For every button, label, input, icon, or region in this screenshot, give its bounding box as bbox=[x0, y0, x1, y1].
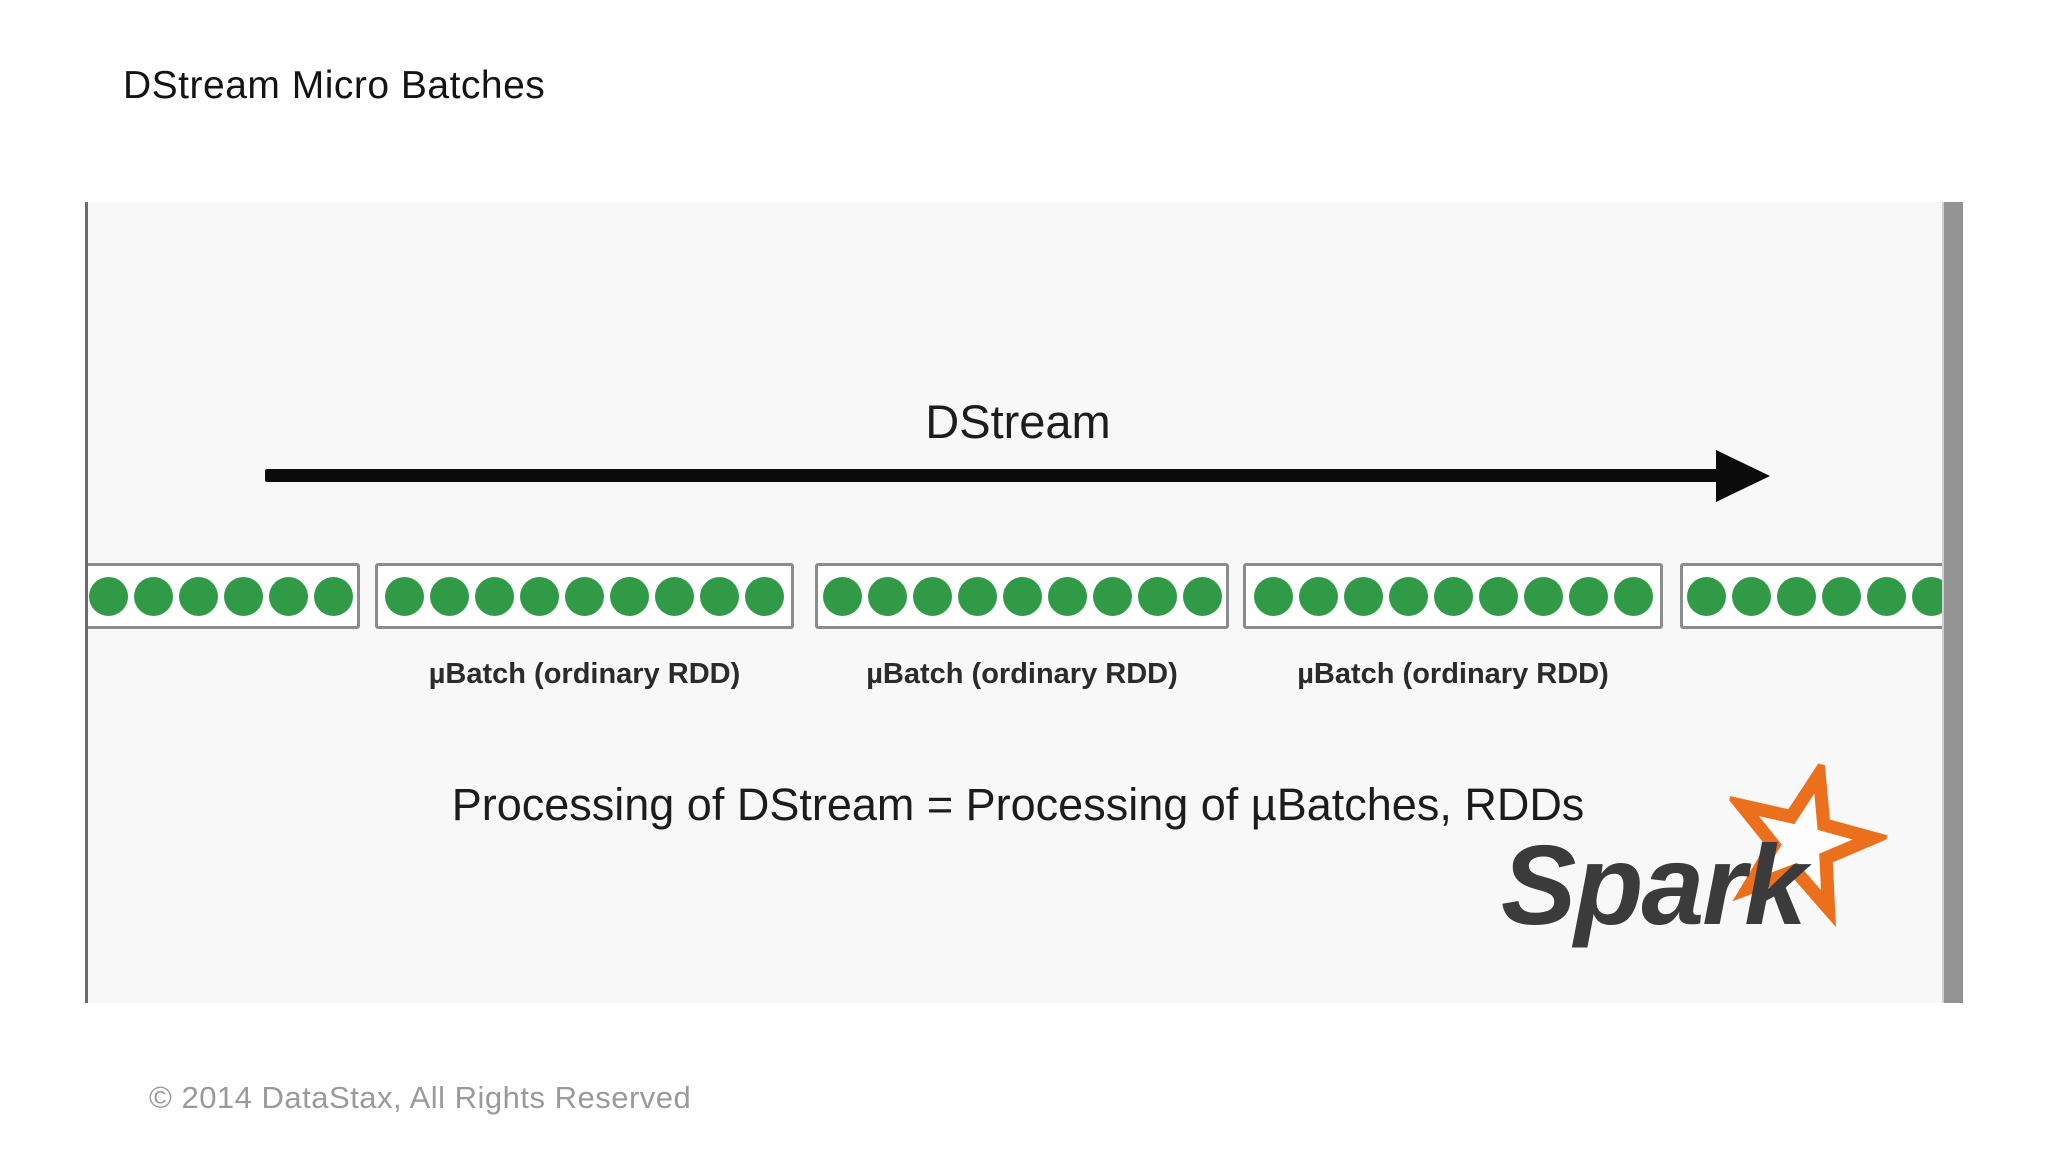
rdd-dot bbox=[1137, 576, 1177, 616]
rdd-dot bbox=[1092, 576, 1132, 616]
micro-batch-row bbox=[88, 563, 1963, 629]
dstream-arrow-line bbox=[265, 469, 1722, 482]
rdd-dot bbox=[565, 576, 604, 616]
rdd-dot bbox=[520, 576, 559, 616]
rdd-dot bbox=[867, 576, 907, 616]
rdd-dot bbox=[1478, 576, 1518, 616]
dstream-arrow-head-icon bbox=[1716, 450, 1770, 502]
micro-batch-label: µBatch (ordinary RDD) bbox=[428, 658, 741, 690]
rdd-dot bbox=[1388, 576, 1428, 616]
rdd-dot bbox=[134, 576, 173, 616]
micro-batch-label: µBatch (ordinary RDD) bbox=[1297, 658, 1609, 690]
rdd-dot bbox=[912, 576, 952, 616]
rdd-dot bbox=[224, 576, 263, 616]
micro-batch-label: µBatch (ordinary RDD) bbox=[866, 658, 1178, 690]
rdd-dot bbox=[1002, 576, 1042, 616]
rdd-dot bbox=[745, 576, 784, 616]
rdd-dot bbox=[1732, 576, 1771, 616]
rdd-dot bbox=[1687, 576, 1726, 616]
rdd-dot bbox=[179, 576, 218, 616]
page-title: DStream Micro Batches bbox=[123, 64, 546, 107]
rdd-dot bbox=[1433, 576, 1473, 616]
copyright-text: © 2014 DataStax, All Rights Reserved bbox=[149, 1080, 692, 1115]
rdd-dot bbox=[1298, 576, 1338, 616]
rdd-dot bbox=[385, 576, 424, 616]
micro-batch-box bbox=[88, 563, 360, 629]
rdd-dot bbox=[269, 576, 308, 616]
spark-wordmark: Spark bbox=[1501, 822, 1807, 948]
rdd-dot bbox=[314, 576, 353, 616]
micro-batch-box bbox=[1680, 563, 1963, 629]
dstream-label: DStream bbox=[925, 395, 1111, 448]
rdd-dot bbox=[1253, 576, 1293, 616]
rdd-dot bbox=[1343, 576, 1383, 616]
rdd-dot bbox=[957, 576, 997, 616]
rdd-dot bbox=[1523, 576, 1563, 616]
rdd-dot bbox=[430, 576, 469, 616]
spark-logo: Spark bbox=[1483, 754, 1963, 1003]
rdd-dot bbox=[1047, 576, 1087, 616]
rdd-dot bbox=[610, 576, 649, 616]
rdd-dot bbox=[1777, 576, 1816, 616]
rdd-dot bbox=[1182, 576, 1222, 616]
rdd-dot bbox=[655, 576, 694, 616]
rdd-dot bbox=[475, 576, 514, 616]
rdd-dot bbox=[1568, 576, 1608, 616]
rdd-dot bbox=[1867, 576, 1906, 616]
rdd-dot bbox=[1822, 576, 1861, 616]
micro-batch-box bbox=[1243, 563, 1663, 629]
micro-batch-box bbox=[815, 563, 1229, 629]
spark-star-icon bbox=[1724, 754, 1893, 928]
rdd-dot bbox=[822, 576, 862, 616]
rdd-dot bbox=[700, 576, 739, 616]
micro-batch-box bbox=[375, 563, 794, 629]
scrollbar[interactable] bbox=[1942, 202, 1963, 1003]
slide-frame: DStream µBatch (ordinary RDD)µBatch (ord… bbox=[85, 202, 1963, 1003]
rdd-dot bbox=[89, 576, 128, 616]
rdd-dot bbox=[1613, 576, 1653, 616]
micro-batch-label-row: µBatch (ordinary RDD) µBatch (ordinary RD… bbox=[88, 658, 1963, 702]
equation-text: Processing of DStream = Processing of µB… bbox=[451, 779, 1585, 830]
